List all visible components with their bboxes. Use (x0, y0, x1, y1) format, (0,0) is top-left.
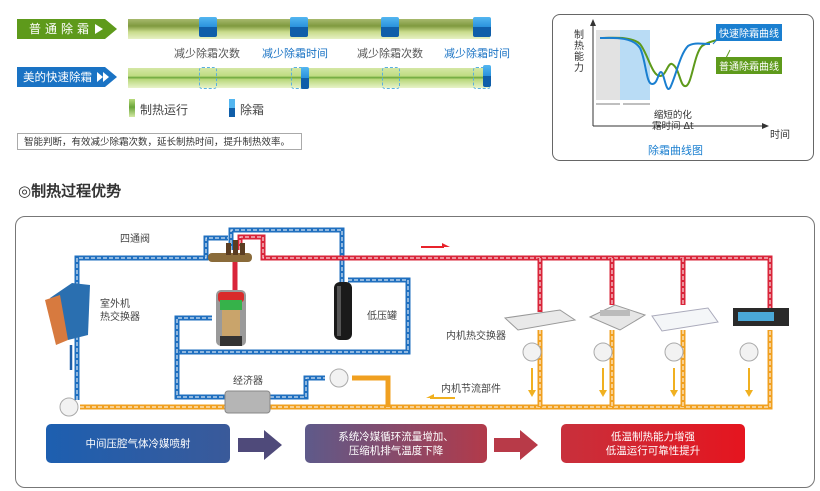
flow-step-2: 系统冷媒循环流量增加、 压缩机排气温度下降 (305, 424, 487, 463)
fast-defrost-curve (599, 36, 711, 91)
y-axis-char: 制 (574, 30, 584, 41)
low-pressure-tank-label: 低压罐 (367, 311, 397, 322)
defrost-block (290, 17, 308, 37)
annotation-line: 缩短的化 (653, 110, 692, 121)
normal-defrost-period (596, 30, 620, 100)
flow-step-text: 低温制热能力增强 (611, 430, 695, 443)
hot-pipe-network (232, 234, 773, 312)
liquid-pipe-network (80, 330, 773, 410)
flow-step-text: 压缩机排气温度下降 (348, 444, 444, 457)
normal-defrost-tag: 普通除霜 (17, 19, 117, 39)
heating-legend-label: 制热运行 (140, 103, 189, 117)
caption-reduce-time: 减少除霜时间 (444, 47, 510, 60)
four-way-valve-label: 四通阀 (120, 234, 150, 245)
delta-t-annotation: 缩短的化 霜时间 Δt (652, 110, 694, 132)
flow-step-text: 中间压腔气体冷媒喷射 (85, 437, 191, 450)
indoor-unit-cassette (588, 304, 647, 331)
defrost-curve-panel (552, 14, 814, 161)
y-axis-char: 热 (574, 41, 584, 52)
curve-chart-caption: 除霜曲线图 (648, 144, 703, 157)
fast-defrost-tag: 美的快速除霜 (17, 67, 117, 87)
economizer (224, 390, 271, 414)
normal-curve-label: 普通除霜曲线 (716, 57, 782, 74)
flow-step-3: 低温制热能力增强 低温运行可靠性提升 (561, 424, 745, 463)
defrost-legend-label: 除霜 (240, 103, 265, 117)
defrost-block (199, 17, 217, 37)
outdoor-hex-label-line: 室外机 (100, 299, 130, 310)
play-icon (95, 24, 103, 34)
flow-step-text: 低温运行可靠性提升 (605, 444, 701, 457)
flow-arrow-icon (238, 430, 282, 460)
flow-step-text: 系统冷媒循环流量增加、 (338, 430, 454, 443)
y-axis-label: 制 热 能 力 (574, 30, 584, 74)
indoor-throttle-label: 内机节流部件 (441, 384, 501, 395)
skipped-defrost-marker (199, 67, 217, 89)
fast-curve-label: 快速除霜曲线 (716, 24, 782, 41)
short-defrost-block (301, 67, 309, 89)
hot-flow-arrow (421, 243, 450, 248)
fast-forward-icon (103, 72, 109, 82)
feature-note: 智能判断，有效减少除霜次数，延长制热时间，提升制热效率。 (17, 133, 302, 150)
indoor-unit-ceiling (503, 309, 577, 331)
outdoor-heat-exchanger (45, 283, 90, 345)
heating-legend-swatch (129, 99, 135, 117)
caption-reduce-count: 减少除霜次数 (357, 47, 423, 60)
indoor-hex-label: 内机热交换器 (446, 331, 506, 342)
indoor-unit-console (651, 307, 719, 332)
short-defrost-block (483, 65, 491, 87)
outdoor-hex-label: 室外机 热交换器 (100, 298, 140, 324)
flow-arrow-icon (494, 430, 538, 460)
skipped-defrost-marker (382, 67, 400, 89)
outdoor-hex-label-line: 热交换器 (100, 312, 140, 323)
compressor (216, 290, 246, 346)
fast-forward-icon (97, 72, 103, 82)
defrost-block (381, 17, 399, 37)
caption-reduce-time: 减少除霜时间 (262, 47, 328, 60)
x-axis-arrow (762, 123, 769, 129)
section-title: ◎制热过程优势 (18, 182, 122, 200)
y-axis-arrow (590, 19, 596, 26)
normal-defrost-label: 普通除霜 (29, 22, 94, 36)
expansion-valves (59, 342, 759, 417)
normal-defrost-curve (599, 35, 771, 88)
low-pressure-tank (334, 282, 352, 340)
heating-cycle-panel (15, 216, 815, 488)
liquid-flow-arrow (426, 394, 455, 399)
four-way-valve (208, 240, 252, 262)
fast-defrost-label: 美的快速除霜 (23, 70, 92, 84)
normal-defrost-bar (128, 19, 490, 39)
caption-reduce-count: 减少除霜次数 (174, 47, 240, 60)
defrost-legend-swatch (229, 99, 235, 117)
indoor-down-arrows (528, 368, 753, 397)
x-axis-label: 时间 (770, 130, 790, 141)
y-axis-char: 力 (574, 63, 584, 74)
economizer-label: 经济器 (233, 376, 263, 387)
defrost-curve-chart (590, 19, 771, 129)
annotation-line: 霜时间 Δt (652, 121, 694, 132)
flow-step-1: 中间压腔气体冷媒喷射 (46, 424, 230, 463)
indoor-unit-duct (733, 308, 789, 326)
y-axis-char: 能 (574, 52, 584, 63)
defrost-block (473, 17, 491, 37)
